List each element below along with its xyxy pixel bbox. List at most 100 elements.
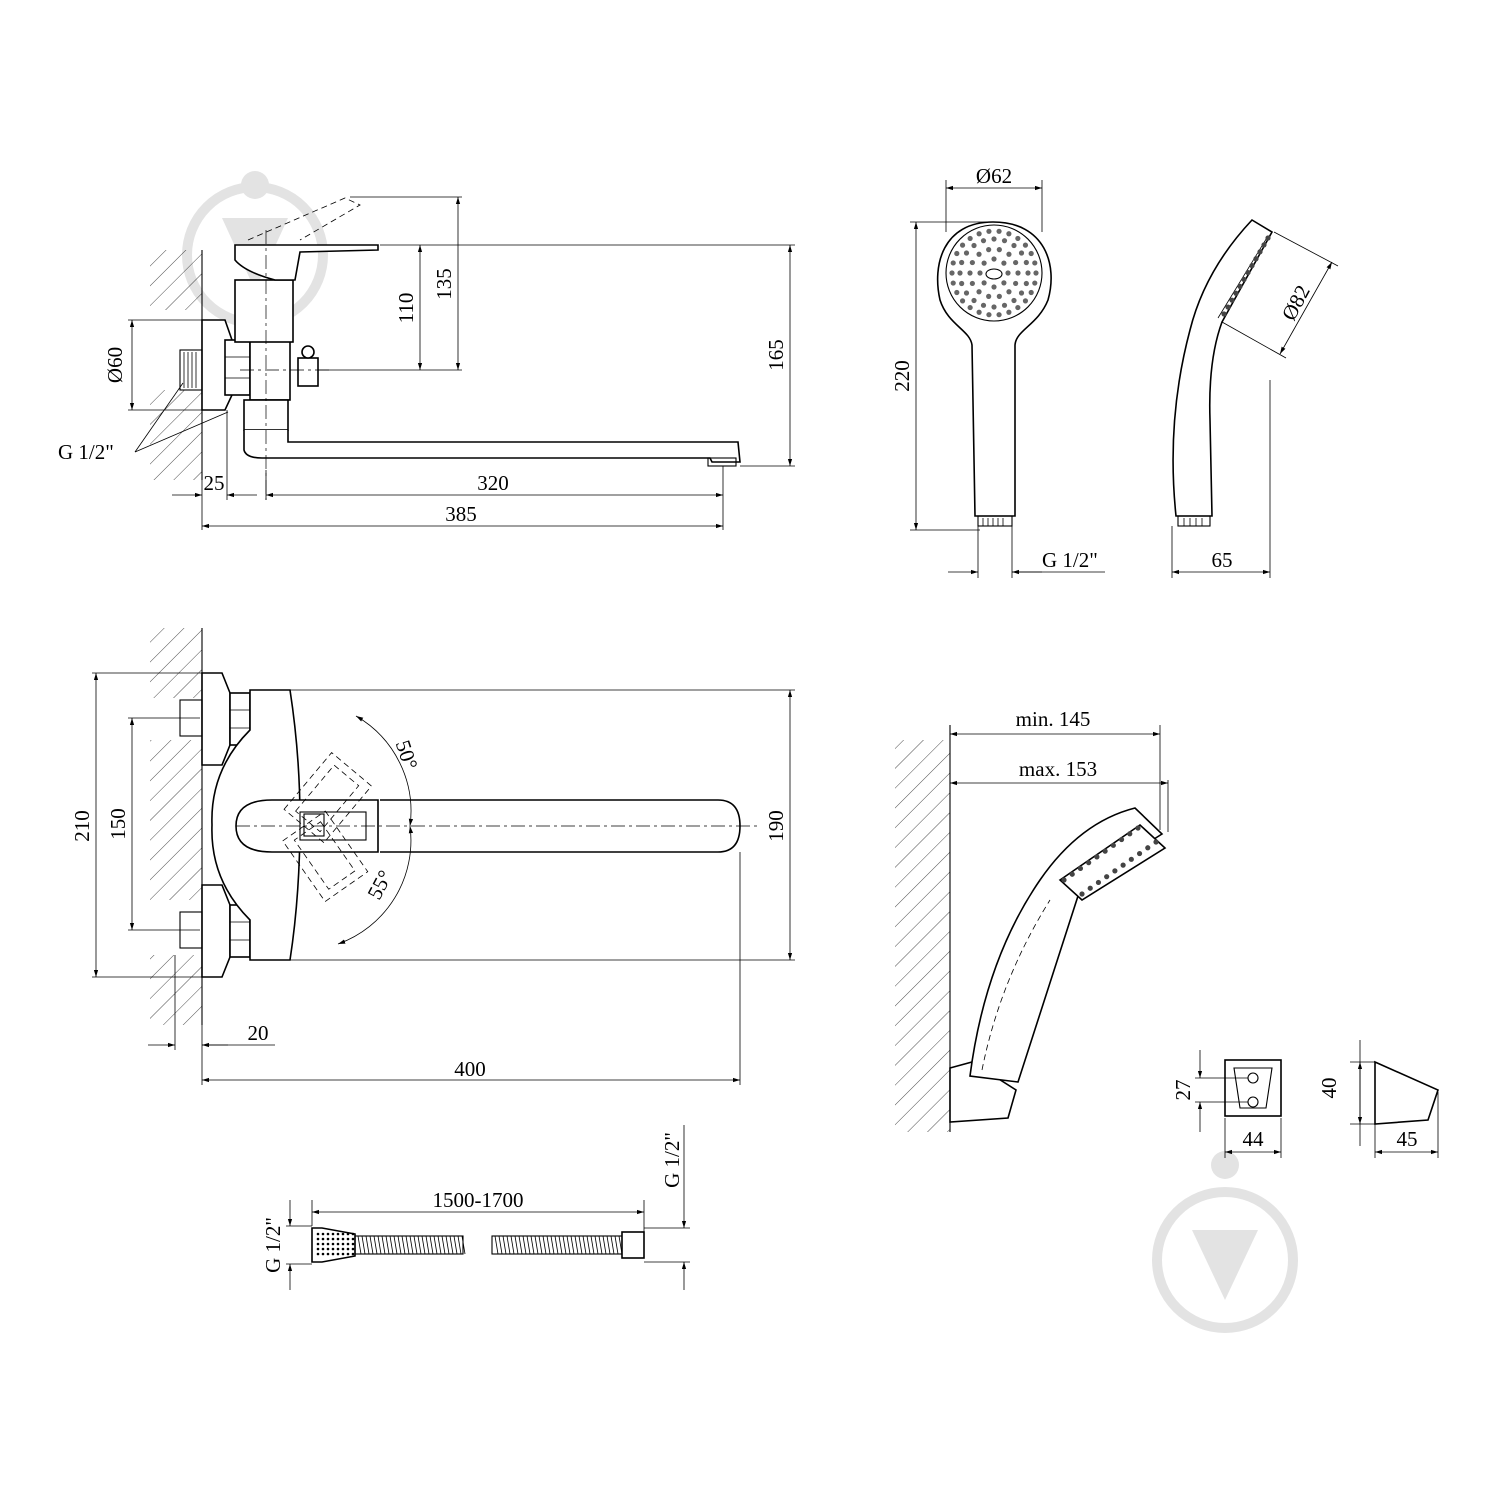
hose-rib [429, 1235, 434, 1255]
hose-rib [510, 1235, 515, 1255]
hose-cone-dot [336, 1237, 340, 1241]
hose-cone-dot [336, 1247, 340, 1251]
side-nozzles [1221, 235, 1271, 317]
spray-nozzle-dot [976, 309, 982, 315]
hose-cone-dot [326, 1242, 330, 1246]
hose-cone-dot [341, 1232, 345, 1236]
hose-cone-dot [341, 1252, 345, 1256]
hose-cone-dot [341, 1237, 345, 1241]
spray-nozzle-dot [1023, 259, 1029, 266]
dim-spout-reach-320: 320 [477, 471, 509, 495]
hose-rib [590, 1235, 595, 1255]
holder-nozzle-dot [1118, 836, 1125, 843]
spray-nozzle-dot [976, 289, 982, 295]
hose-rib [570, 1235, 575, 1255]
spray-nozzle-dot [1028, 250, 1034, 257]
spray-nozzle-dot [959, 259, 965, 266]
hose-cone-dot [321, 1237, 325, 1241]
spray-nozzle-dot [1025, 270, 1031, 276]
holder-nozzle-dot [1110, 842, 1116, 848]
hose-cone-dot [331, 1237, 335, 1241]
hose-rib [413, 1235, 418, 1255]
spray-nozzle-dot [1001, 238, 1008, 244]
hose-cone-dot [346, 1232, 350, 1236]
spray-nozzle-dot [991, 236, 997, 242]
hose-rib [502, 1235, 507, 1255]
holder-nozzle-dot [1094, 854, 1100, 860]
spray-nozzle-dot [959, 242, 966, 248]
hose-rib [578, 1235, 583, 1255]
hose-rib [554, 1235, 559, 1255]
hose-cone-dot [336, 1252, 340, 1256]
hose-rib [381, 1235, 386, 1255]
spray-nozzle-dot [949, 270, 955, 276]
spray-nozzle-dot [991, 256, 997, 262]
dim-hole-spacing-27: 27 [1171, 1080, 1195, 1101]
side-nozzle-dot [1245, 269, 1251, 276]
hose-rib [562, 1235, 567, 1255]
holder-nozzle-dot [1153, 839, 1159, 845]
dim-eccentric-20: 20 [248, 1021, 269, 1045]
side-nozzle-dot [1249, 263, 1255, 269]
hose-cone-dot [316, 1242, 320, 1246]
dim-length-220: 220 [890, 360, 914, 392]
hose-rib [417, 1235, 422, 1255]
holder-nozzle-dot [1136, 850, 1143, 857]
hose-rib [534, 1235, 539, 1255]
spray-nozzle-dot [1001, 260, 1007, 266]
dim-centers-150: 150 [106, 808, 130, 840]
hose-rib [425, 1235, 430, 1255]
hose-cone-dot [351, 1232, 355, 1236]
spray-nozzle-dot [996, 293, 1002, 299]
hose-cone-dot [326, 1247, 330, 1251]
hose-cone-dot [316, 1247, 320, 1251]
spray-nozzle-dot [1011, 297, 1017, 304]
spray-nozzle-dot [986, 228, 992, 234]
spray-nozzle-dot [971, 297, 977, 304]
hose-rib [401, 1235, 406, 1255]
spray-nozzle-dot [969, 280, 975, 287]
dim-total-length-385: 385 [445, 502, 477, 526]
spray-nozzle-dot [957, 270, 963, 276]
dim-spout-length-400: 400 [454, 1057, 486, 1081]
faucet-side-view [128, 196, 795, 530]
side-nozzle-dot [1241, 276, 1247, 283]
spray-nozzle-dot [1022, 298, 1029, 304]
spray-nozzle-dot [950, 280, 956, 286]
hose-rib [361, 1235, 366, 1255]
hose-rib [522, 1235, 527, 1255]
hose-cone-dot [321, 1252, 325, 1256]
hose-cone-dot [321, 1242, 325, 1246]
hose-rib [558, 1235, 563, 1255]
holder-nozzle-dot [1127, 831, 1133, 837]
spray-nozzle-dot [1005, 270, 1011, 276]
holder-nozzle-dot [1120, 862, 1126, 868]
hose-cone-dot [316, 1237, 320, 1241]
dim-total-height-165: 165 [764, 339, 788, 371]
spray-nozzle-dot [980, 238, 987, 244]
hose-rib [614, 1235, 619, 1255]
hose-rib [586, 1235, 591, 1255]
hose-cone-dot [351, 1242, 355, 1246]
spray-nozzle-dot [1018, 250, 1025, 256]
hose-cone-dot [326, 1237, 330, 1241]
hose-rib [506, 1235, 511, 1255]
spray-nozzle-dot [1011, 242, 1017, 249]
holder-nozzle-dot [1079, 891, 1085, 897]
hose-rib [461, 1235, 466, 1255]
hose-cone-dot [331, 1247, 335, 1251]
dim-head-face-82: Ø82 [1277, 281, 1315, 324]
holder-bracket-views [1195, 1040, 1439, 1158]
hose-rib [530, 1235, 535, 1255]
dim-bracket-height-40: 40 [1317, 1078, 1341, 1099]
hose-rib [357, 1235, 362, 1255]
spray-nozzle-dot [1006, 289, 1012, 295]
dim-spout-width-190: 190 [764, 810, 788, 842]
hose-cone-dot [346, 1247, 350, 1251]
spray-nozzle-dot [996, 228, 1002, 234]
dim-wall-offset-25: 25 [204, 471, 225, 495]
hose-rib [494, 1235, 499, 1255]
spray-nozzle-dot [1001, 302, 1008, 308]
spray-nozzle-dot [986, 247, 992, 253]
hose-rib [538, 1235, 543, 1255]
